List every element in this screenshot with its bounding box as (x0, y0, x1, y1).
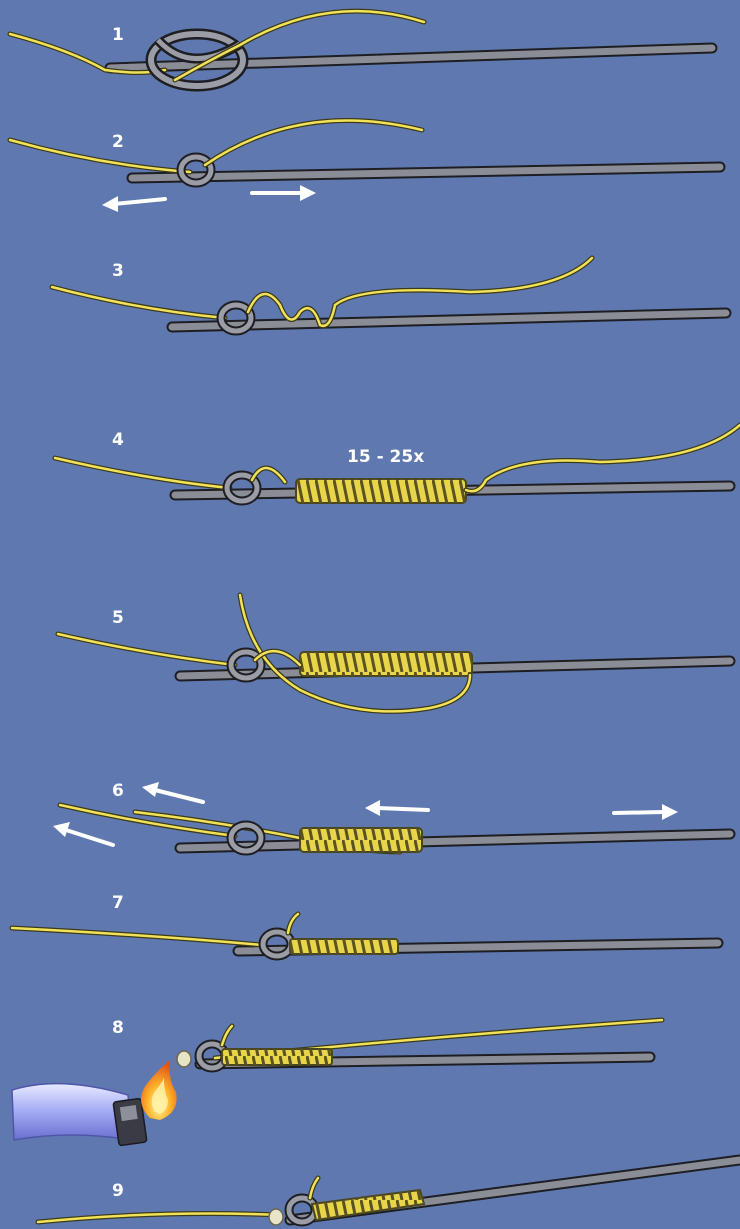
step-8: 8 (12, 1018, 662, 1146)
step-number-2: 2 (112, 132, 124, 152)
step-number-3: 3 (112, 261, 124, 281)
step-5: 5 (58, 595, 730, 711)
step-number-7: 7 (112, 893, 124, 913)
arrow-left-icon (142, 782, 203, 802)
step-6: 6 (53, 781, 730, 852)
fishing-line (12, 928, 262, 945)
melted-tag-end (269, 1209, 283, 1225)
flame-icon (141, 1060, 177, 1120)
step-2: 2 (10, 121, 720, 212)
step-7: 7 (12, 893, 718, 956)
melted-tag-end (177, 1051, 191, 1067)
step-1: 1 (10, 11, 712, 86)
step-3: 3 (52, 258, 726, 331)
step-4: 4 15 - 25x (55, 425, 740, 503)
arrow-right-icon (614, 804, 678, 820)
wrap-count-label: 15 - 25x (347, 447, 424, 467)
step-number-9: 9 (112, 1181, 124, 1201)
arrow-right-icon (252, 185, 316, 201)
arrow-left-icon (53, 822, 113, 845)
step-number-1: 1 (112, 25, 124, 45)
step-number-5: 5 (112, 608, 124, 628)
step-9: 9 (38, 1160, 740, 1225)
step-number-8: 8 (112, 1018, 124, 1038)
arrow-left-icon (102, 196, 165, 212)
step-number-4: 4 (112, 430, 124, 450)
step-number-6: 6 (112, 781, 124, 801)
lighter-icon (12, 1084, 147, 1146)
arrow-left-icon (365, 800, 428, 816)
